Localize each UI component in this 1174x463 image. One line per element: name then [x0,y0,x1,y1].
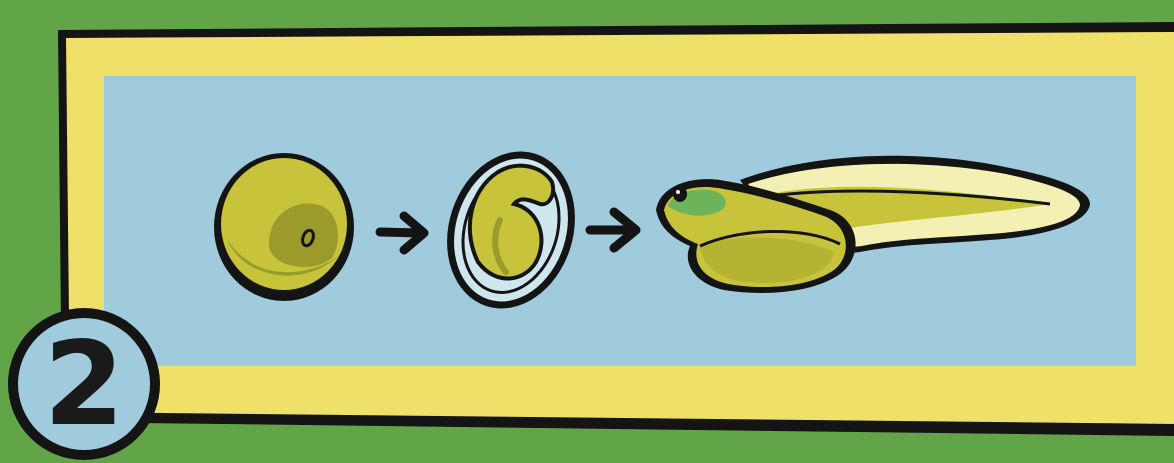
step-number-text: 2 [44,317,125,452]
step-number-badge: 2 [8,308,160,460]
egg-illustration [214,153,354,301]
